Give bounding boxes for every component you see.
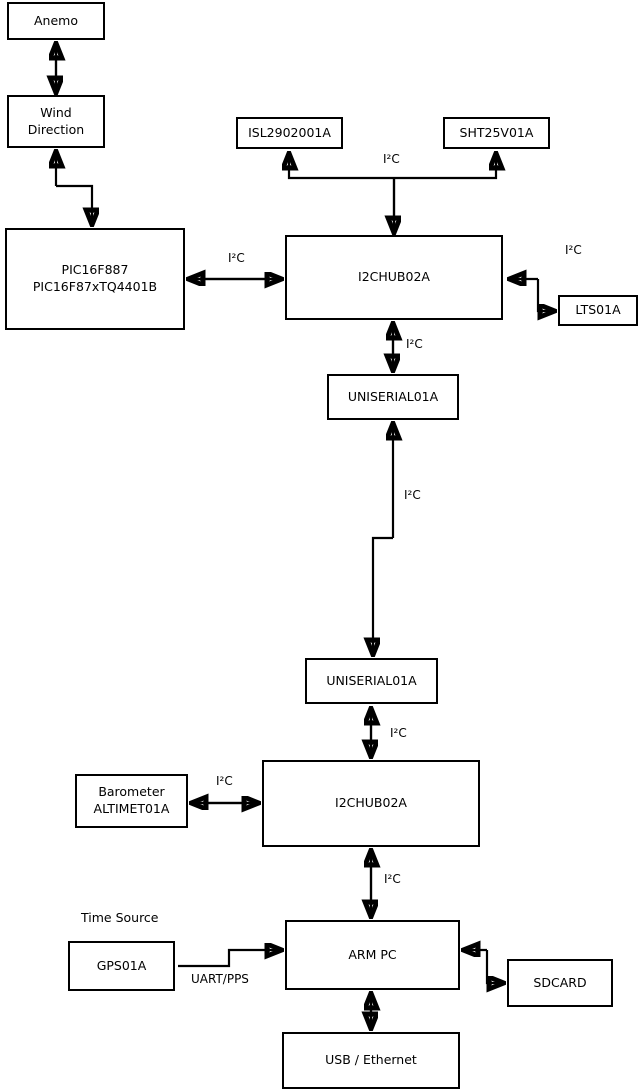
node-usb-ethernet[interactable]: USB / Ethernet [282, 1032, 460, 1089]
wire-gps-armpc [178, 950, 281, 968]
node-anemo[interactable]: Anemo [7, 2, 105, 40]
node-gps01a[interactable]: GPS01A [68, 941, 175, 991]
wire-hub-to-lts [536, 279, 554, 311]
wire-bus-to-sht [394, 154, 496, 180]
wire-uni-jog [373, 536, 393, 654]
node-uniserial01a-lower[interactable]: UNISERIAL01A [305, 658, 438, 704]
node-isl2902001a[interactable]: ISL2902001A [236, 117, 343, 149]
node-uniserial01a-upper[interactable]: UNISERIAL01A [327, 374, 459, 420]
node-sdcard[interactable]: SDCARD [507, 959, 613, 1007]
wire-winddir-pic-jog [56, 184, 92, 224]
label-time-source: Time Source [81, 910, 159, 925]
node-pic16f887[interactable]: PIC16F887 PIC16F87xTQ4401B [5, 228, 185, 330]
node-arm-pc[interactable]: ARM PC [285, 920, 460, 990]
node-lts01a[interactable]: LTS01A [558, 295, 638, 326]
edge-label-i2c-pic-hub: I²C [228, 251, 245, 265]
edge-label-i2c-hub-uniserial: I²C [406, 337, 423, 351]
wire-arm-to-sdcard [485, 950, 503, 983]
edge-label-i2c-hub2-armpc: I²C [384, 872, 401, 886]
edge-label-i2c-uniserial-link: I²C [404, 488, 421, 502]
node-sht25v01a[interactable]: SHT25V01A [443, 117, 550, 149]
edge-label-uart-pps: UART/PPS [191, 972, 249, 986]
edge-label-i2c-top-bus: I²C [383, 152, 400, 166]
edge-label-i2c-barometer-hub2: I²C [216, 774, 233, 788]
edge-label-i2c-uniserial-hub2: I²C [390, 726, 407, 740]
node-barometer-altimet01a[interactable]: Barometer ALTIMET01A [75, 774, 188, 828]
node-i2chub02a-top[interactable]: I2CHUB02A [285, 235, 503, 320]
wire-bus-to-isl [289, 154, 394, 180]
edge-label-i2c-hub-lts: I²C [565, 243, 582, 257]
node-i2chub02a-bottom[interactable]: I2CHUB02A [262, 760, 480, 847]
node-wind-direction[interactable]: Wind Direction [7, 95, 105, 148]
